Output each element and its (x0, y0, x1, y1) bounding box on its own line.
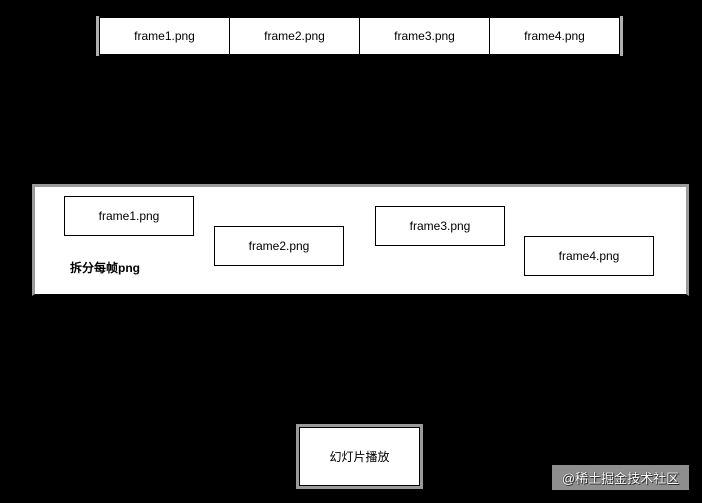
arrow-head-icon (357, 181, 363, 185)
frame-box-3[interactable]: frame3.png (375, 206, 505, 246)
frame-box-2[interactable]: frame2.png (214, 226, 344, 266)
slideshow-box-inner: 幻灯片播放 (299, 427, 420, 486)
sprite-sheet-strip[interactable]: frame1.png frame2.png frame3.png frame4.… (96, 16, 623, 56)
strip-cell-frame2: frame2.png (230, 18, 360, 54)
slideshow-label: 幻灯片播放 (329, 450, 390, 464)
frame-label-1: frame1.png (98, 209, 160, 223)
strip-cell-frame4: frame4.png (524, 29, 585, 43)
strip-cell-frame3: frame3.png (360, 18, 490, 54)
slideshow-box[interactable]: 幻灯片播放 (296, 424, 423, 489)
container-title: 拆分每帧png (70, 261, 140, 275)
frame-box-1[interactable]: frame1.png (64, 196, 194, 236)
watermark: @稀土掘金技术社区 (552, 465, 689, 490)
arrow-head-icon (357, 421, 363, 425)
frame-label-2: frame2.png (248, 239, 310, 253)
frame-label-3: frame3.png (409, 219, 471, 233)
sprite-sheet-cells: frame1.png frame2.png frame3.png frame4.… (99, 16, 620, 56)
frame-box-4[interactable]: frame4.png (524, 236, 654, 276)
frame-label-4: frame4.png (558, 249, 620, 263)
strip-cell-frame1: frame1.png (100, 18, 230, 54)
